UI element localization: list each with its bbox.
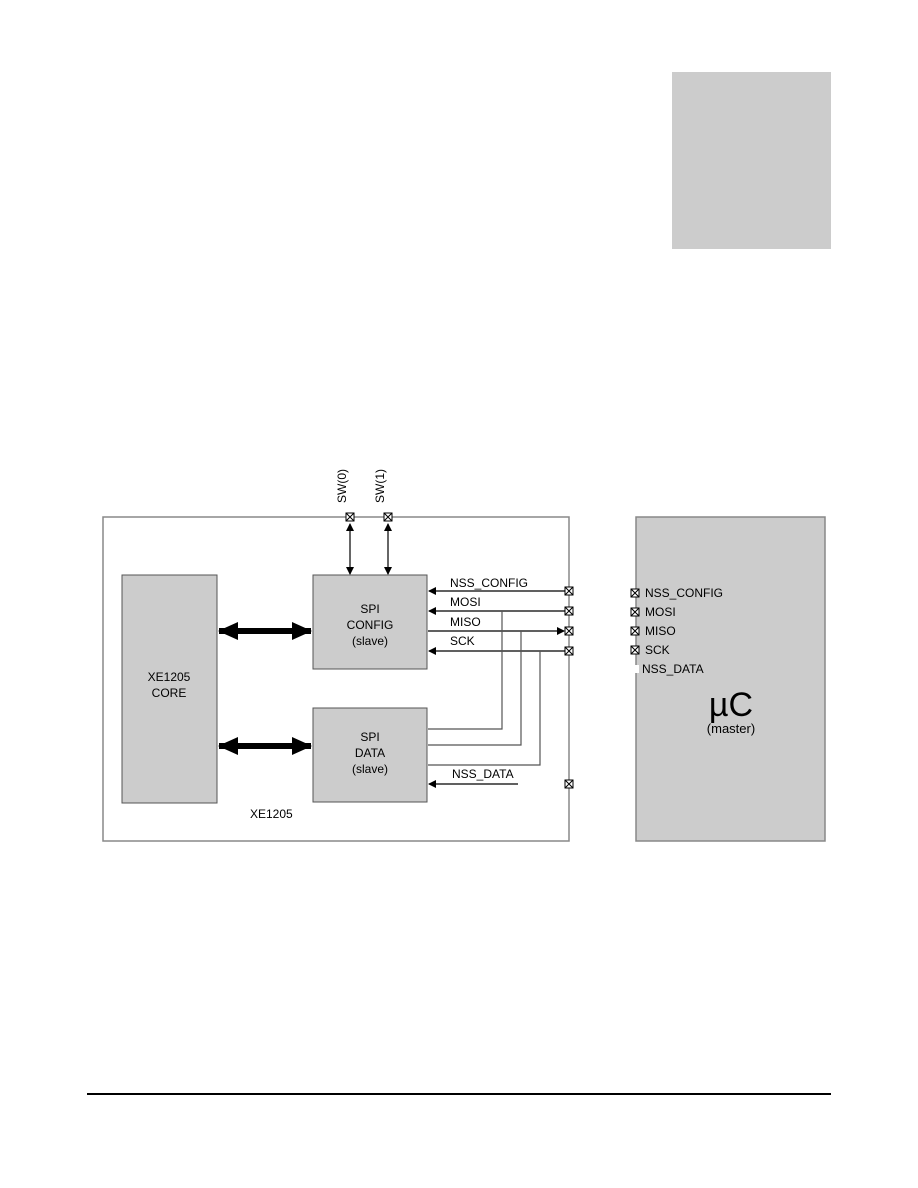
master-subtitle: (master) xyxy=(707,721,755,736)
miso-from-data-route xyxy=(428,631,522,746)
sw1-label: SW(1) xyxy=(373,469,387,503)
master-pin-label-4: NSS_DATA xyxy=(642,662,704,676)
spi-config-block: SPI CONFIG (slave) xyxy=(312,574,428,670)
chip-pin-mosi-icon xyxy=(564,606,574,616)
chip-pin-sck-icon xyxy=(564,646,574,656)
master-pin-label-1: MOSI xyxy=(645,605,676,619)
master-pin-label-3: SCK xyxy=(645,643,670,657)
sck-to-data-route xyxy=(428,651,541,766)
corner-gray-block xyxy=(672,72,831,249)
spi-data-line3: (slave) xyxy=(352,762,388,776)
nss-data-label: NSS_DATA xyxy=(452,767,514,781)
master-microcontroller: NSS_CONFIG MOSI MISO SCK NSS_DATA µC (ma… xyxy=(630,516,826,842)
master-pin-sck-icon xyxy=(630,645,640,655)
miso-label: MISO xyxy=(450,615,481,629)
master-pin-label-0: NSS_CONFIG xyxy=(645,586,723,600)
sw0-label: SW(0) xyxy=(335,469,349,503)
sck-label: SCK xyxy=(450,634,475,648)
chip-pin-miso-icon xyxy=(564,626,574,636)
master-pin-nss-data-blank xyxy=(631,665,639,673)
spi-data-block: SPI DATA (slave) xyxy=(312,707,428,803)
mosi-label: MOSI xyxy=(450,595,481,609)
spi-config-line3: (slave) xyxy=(352,634,388,648)
chip-label: XE1205 xyxy=(250,807,293,821)
sw0-pin-icon xyxy=(345,512,355,522)
core-label-line2: CORE xyxy=(152,686,187,700)
master-pin-miso-icon xyxy=(630,626,640,636)
core-label-line1: XE1205 xyxy=(148,670,191,684)
sw1-pin-icon xyxy=(383,512,393,522)
master-pin-nss-config-icon xyxy=(630,588,640,598)
master-pin-label-2: MISO xyxy=(645,624,676,638)
spi-data-line2: DATA xyxy=(355,746,385,760)
core-block: XE1205 CORE xyxy=(121,574,218,804)
footer-rule xyxy=(87,1093,831,1095)
spi-config-line1: SPI xyxy=(360,602,379,616)
mosi-to-data-route xyxy=(428,611,503,730)
master-pin-mosi-icon xyxy=(630,607,640,617)
chip-pin-nss-config-icon xyxy=(564,586,574,596)
chip-pin-nss-data-icon xyxy=(564,779,574,789)
nss-config-label: NSS_CONFIG xyxy=(450,576,528,590)
master-title: µC xyxy=(709,686,753,724)
spi-config-line2: CONFIG xyxy=(347,618,394,632)
spi-data-line1: SPI xyxy=(360,730,379,744)
